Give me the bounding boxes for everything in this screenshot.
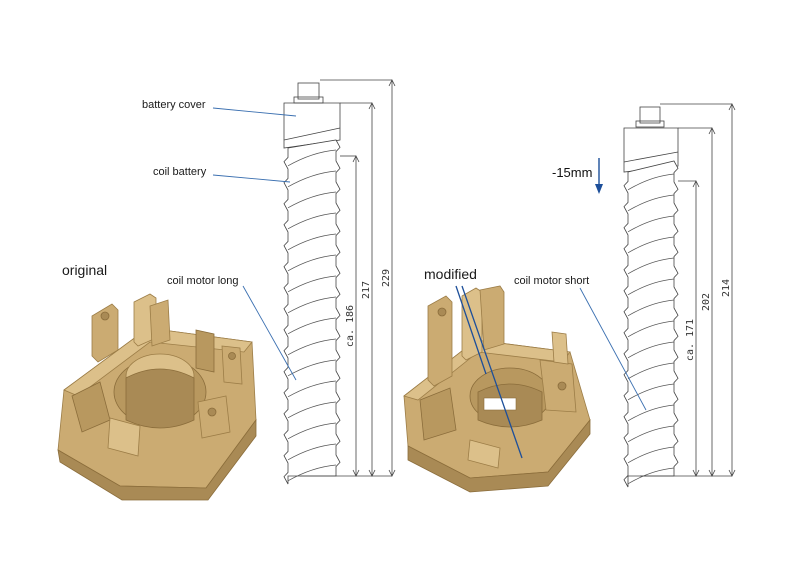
coil-turn bbox=[287, 464, 337, 482]
leader-lines bbox=[212, 107, 647, 459]
coil-turn bbox=[627, 467, 675, 485]
leader-battery-cover bbox=[212, 107, 297, 117]
coil-turn bbox=[627, 299, 675, 317]
original-part-image bbox=[57, 293, 257, 501]
label-battery-cover: battery cover bbox=[142, 99, 206, 111]
coil-turn bbox=[287, 317, 337, 335]
coil-left bbox=[283, 139, 341, 485]
dim-right-202: 202 bbox=[701, 293, 712, 311]
coil-turn bbox=[287, 170, 337, 188]
left-spring-assembly: 229 217 ca. 186 bbox=[283, 79, 396, 485]
modified-part-image bbox=[403, 285, 591, 493]
coil-turn bbox=[627, 278, 675, 296]
coil-turn bbox=[627, 362, 675, 380]
coil-turn bbox=[287, 254, 337, 272]
right-spring-assembly: 214 202 ca. 171 bbox=[623, 103, 736, 488]
dim-left-217: 217 bbox=[361, 281, 372, 299]
coil-turn bbox=[287, 296, 337, 314]
dim-left-229: 229 bbox=[381, 269, 392, 287]
leader-modified-a bbox=[455, 285, 487, 375]
label-shift: -15mm bbox=[552, 165, 592, 180]
dim-right-171: ca. 171 bbox=[685, 319, 696, 361]
label-original: original bbox=[62, 262, 107, 278]
coil-turn bbox=[627, 446, 675, 464]
coil-turn bbox=[627, 425, 675, 443]
coil-turn bbox=[627, 383, 675, 401]
coil-turn bbox=[627, 341, 675, 359]
coil-outline bbox=[623, 160, 679, 488]
coil-turn bbox=[287, 191, 337, 209]
coil-turn bbox=[287, 401, 337, 419]
coil-turn bbox=[287, 275, 337, 293]
leader-coil-motor-short bbox=[579, 287, 647, 411]
label-modified: modified bbox=[424, 266, 477, 282]
shift-arrow bbox=[595, 158, 603, 194]
coil-turn bbox=[287, 338, 337, 356]
coil-turn bbox=[287, 149, 337, 167]
coil-turn bbox=[627, 215, 675, 233]
leader-coil-battery bbox=[212, 174, 291, 183]
left-dimensions: 229 217 ca. 186 bbox=[300, 79, 396, 477]
label-coil-battery: coil battery bbox=[153, 166, 207, 178]
coil-turn bbox=[287, 422, 337, 440]
leader-coil-motor-long bbox=[242, 285, 297, 381]
right-dimensions: 214 202 ca. 171 bbox=[640, 103, 736, 477]
coil-turn bbox=[287, 443, 337, 461]
coil-turn bbox=[287, 212, 337, 230]
dim-right-214: 214 bbox=[721, 279, 732, 297]
coil-turn bbox=[627, 236, 675, 254]
coil-turn bbox=[627, 404, 675, 422]
dim-left-186: ca. 186 bbox=[345, 305, 356, 347]
coil-turn bbox=[627, 320, 675, 338]
coil-right bbox=[623, 160, 679, 488]
leader-modified-b bbox=[461, 285, 523, 459]
coil-turn bbox=[287, 380, 337, 398]
label-coil-motor-long: coil motor long bbox=[167, 275, 239, 287]
label-coil-motor-short: coil motor short bbox=[514, 275, 589, 287]
coil-outline bbox=[283, 139, 341, 485]
coil-turn bbox=[627, 173, 675, 191]
coil-turn bbox=[287, 233, 337, 251]
coil-turn bbox=[627, 257, 675, 275]
coil-turn bbox=[627, 194, 675, 212]
